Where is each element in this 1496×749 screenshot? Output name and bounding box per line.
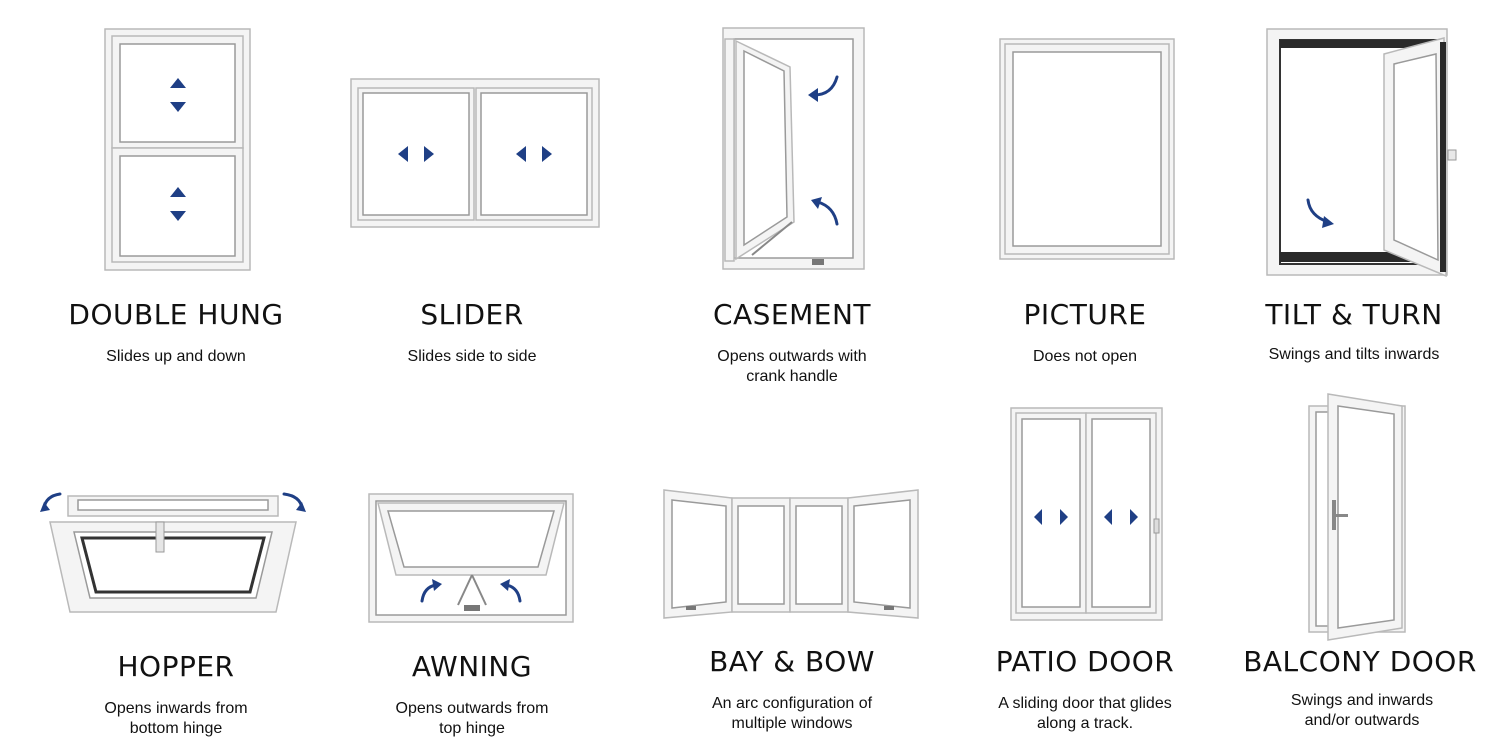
hopper-window-icon	[40, 492, 306, 613]
patio-door-icon	[1010, 407, 1163, 621]
casement-window-icon	[722, 27, 865, 270]
window-type-description: Slides up and down	[106, 348, 246, 365]
window-type-title: CASEMENT	[712, 298, 872, 331]
double-hung-window-icon	[104, 28, 251, 271]
window-type-description: Slides side to side	[407, 348, 537, 365]
window-type-description: An arc configuration of multiple windows	[711, 695, 873, 732]
tilt-turn-window-icon	[1266, 28, 1457, 278]
window-type-title: BALCONY DOOR	[1243, 645, 1477, 678]
window-type-description: Opens outwards with crank handle	[717, 348, 867, 385]
window-type-title: AWNING	[411, 650, 533, 683]
awning-window-icon	[368, 493, 574, 623]
window-type-description: Opens outwards from top hinge	[395, 700, 549, 737]
window-type-description: Opens inwards from bottom hinge	[104, 700, 248, 737]
window-type-description: Swings and inwards and/or outwards	[1290, 692, 1434, 729]
slider-window-icon	[350, 78, 600, 228]
window-type-description: A sliding door that glides along a track…	[998, 695, 1172, 732]
window-type-title: SLIDER	[420, 298, 524, 331]
window-type-title: DOUBLE HUNG	[68, 298, 284, 331]
window-type-title: PATIO DOOR	[995, 645, 1175, 678]
window-type-title: BAY & BOW	[709, 645, 875, 678]
window-type-description: Swings and tilts inwards	[1268, 346, 1440, 363]
balcony-door-icon	[1308, 393, 1406, 641]
window-type-title: HOPPER	[117, 650, 235, 683]
window-type-title: PICTURE	[1023, 298, 1147, 331]
window-type-title: TILT & TURN	[1265, 298, 1443, 331]
picture-window-icon	[999, 38, 1175, 260]
bay-bow-window-icon	[663, 489, 919, 619]
window-type-description: Does not open	[1032, 348, 1138, 365]
